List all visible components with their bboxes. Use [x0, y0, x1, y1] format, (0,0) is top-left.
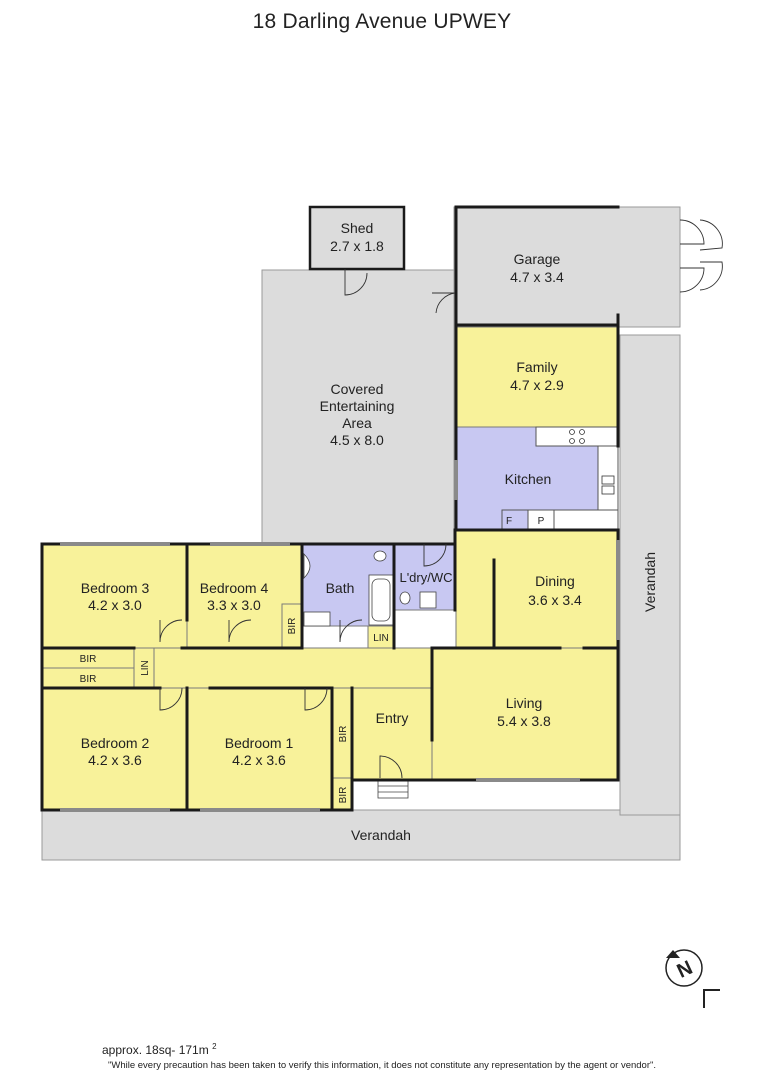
covered-entertaining-area — [261, 269, 455, 545]
covered-label-1: Covered — [331, 381, 384, 397]
covered-label-2: Entertaining — [320, 398, 395, 414]
entry-steps — [377, 779, 409, 799]
bedroom-2-dims: 4.2 x 3.6 — [88, 752, 142, 768]
bedroom-3-label: Bedroom 3 — [81, 580, 150, 596]
bath-fixtures — [303, 550, 437, 627]
vanity-icon — [303, 611, 331, 627]
garage — [453, 206, 681, 328]
garage-dims: 4.7 x 3.4 — [510, 269, 564, 285]
bedroom-1-label: Bedroom 1 — [225, 735, 294, 751]
entry-label: Entry — [376, 710, 409, 726]
disclaimer: "While every precaution has been taken t… — [107, 1060, 657, 1071]
dining-room — [455, 529, 619, 649]
room-labels: Shed 2.7 x 1.8 Garage 4.7 x 3.4 Family 4… — [81, 220, 658, 843]
bedroom-4-dims: 3.3 x 3.0 — [207, 597, 261, 613]
compass-icon: N — [665, 949, 720, 1008]
shed-label: Shed — [341, 220, 374, 236]
family-dims: 4.7 x 2.9 — [510, 377, 564, 393]
bedroom-2-label: Bedroom 2 — [81, 735, 150, 751]
windows — [60, 460, 620, 812]
area-summary: approx. 18sq- 171m 2 — [102, 1042, 217, 1057]
area-text: approx. 18sq- 171m — [102, 1043, 209, 1057]
garage-label: Garage — [514, 251, 561, 267]
bir-label-hall-2: BIR — [80, 674, 97, 685]
kitchen-benches — [501, 426, 619, 531]
living-label: Living — [506, 695, 543, 711]
bedroom-1-dims: 4.2 x 3.6 — [232, 752, 286, 768]
toilet-icon — [373, 550, 387, 562]
bathtub-icon — [368, 574, 394, 626]
living-dims: 5.4 x 3.8 — [497, 713, 551, 729]
family-label: Family — [516, 359, 557, 375]
covered-label-3: Area — [342, 415, 372, 431]
dining-label: Dining — [535, 573, 575, 589]
bedroom-3-dims: 4.2 x 3.0 — [88, 597, 142, 613]
bedroom-4-label: Bedroom 4 — [200, 580, 269, 596]
laundry-label: L'dry/WC — [399, 570, 452, 585]
storage-labels: F P BIR BIR LIN BIR LIN BIR BIR — [80, 516, 545, 803]
verandah-right-label: Verandah — [642, 552, 658, 612]
dining-dims: 3.6 x 3.4 — [528, 592, 582, 608]
kitchen-label: Kitchen — [505, 471, 552, 487]
lin-label-bath: LIN — [373, 633, 389, 644]
laundry-toilet-icon — [399, 591, 411, 605]
bir-label-hall-1: BIR — [80, 654, 97, 665]
verandah-bottom — [41, 809, 681, 861]
kitchen-pantry-label: P — [538, 516, 545, 527]
family-room — [455, 326, 619, 428]
sink-icon — [601, 475, 615, 495]
shed-dims: 2.7 x 1.8 — [330, 238, 384, 254]
plan-title: 18 Darling Avenue UPWEY — [252, 10, 512, 33]
kitchen-fridge-label: F — [506, 516, 512, 527]
verandah-bottom-label: Verandah — [351, 827, 411, 843]
bir-label-bed4: BIR — [287, 618, 298, 635]
area-superscript: 2 — [212, 1042, 217, 1051]
bir-label-bed1: BIR — [338, 726, 349, 743]
cooktop-icon — [569, 429, 585, 444]
entry — [351, 687, 433, 781]
covered-dims: 4.5 x 8.0 — [330, 432, 384, 448]
laundry-trough-icon — [419, 591, 437, 609]
bir-label-bed1b: BIR — [338, 787, 349, 804]
bedroom-1 — [186, 687, 333, 811]
doors — [159, 219, 723, 779]
bath-label: Bath — [326, 580, 355, 596]
living-room — [431, 647, 619, 781]
basin-icon — [303, 553, 311, 579]
bedroom-3 — [41, 543, 188, 649]
lin-label-hall: LIN — [140, 660, 151, 676]
bedroom-2 — [41, 687, 188, 811]
